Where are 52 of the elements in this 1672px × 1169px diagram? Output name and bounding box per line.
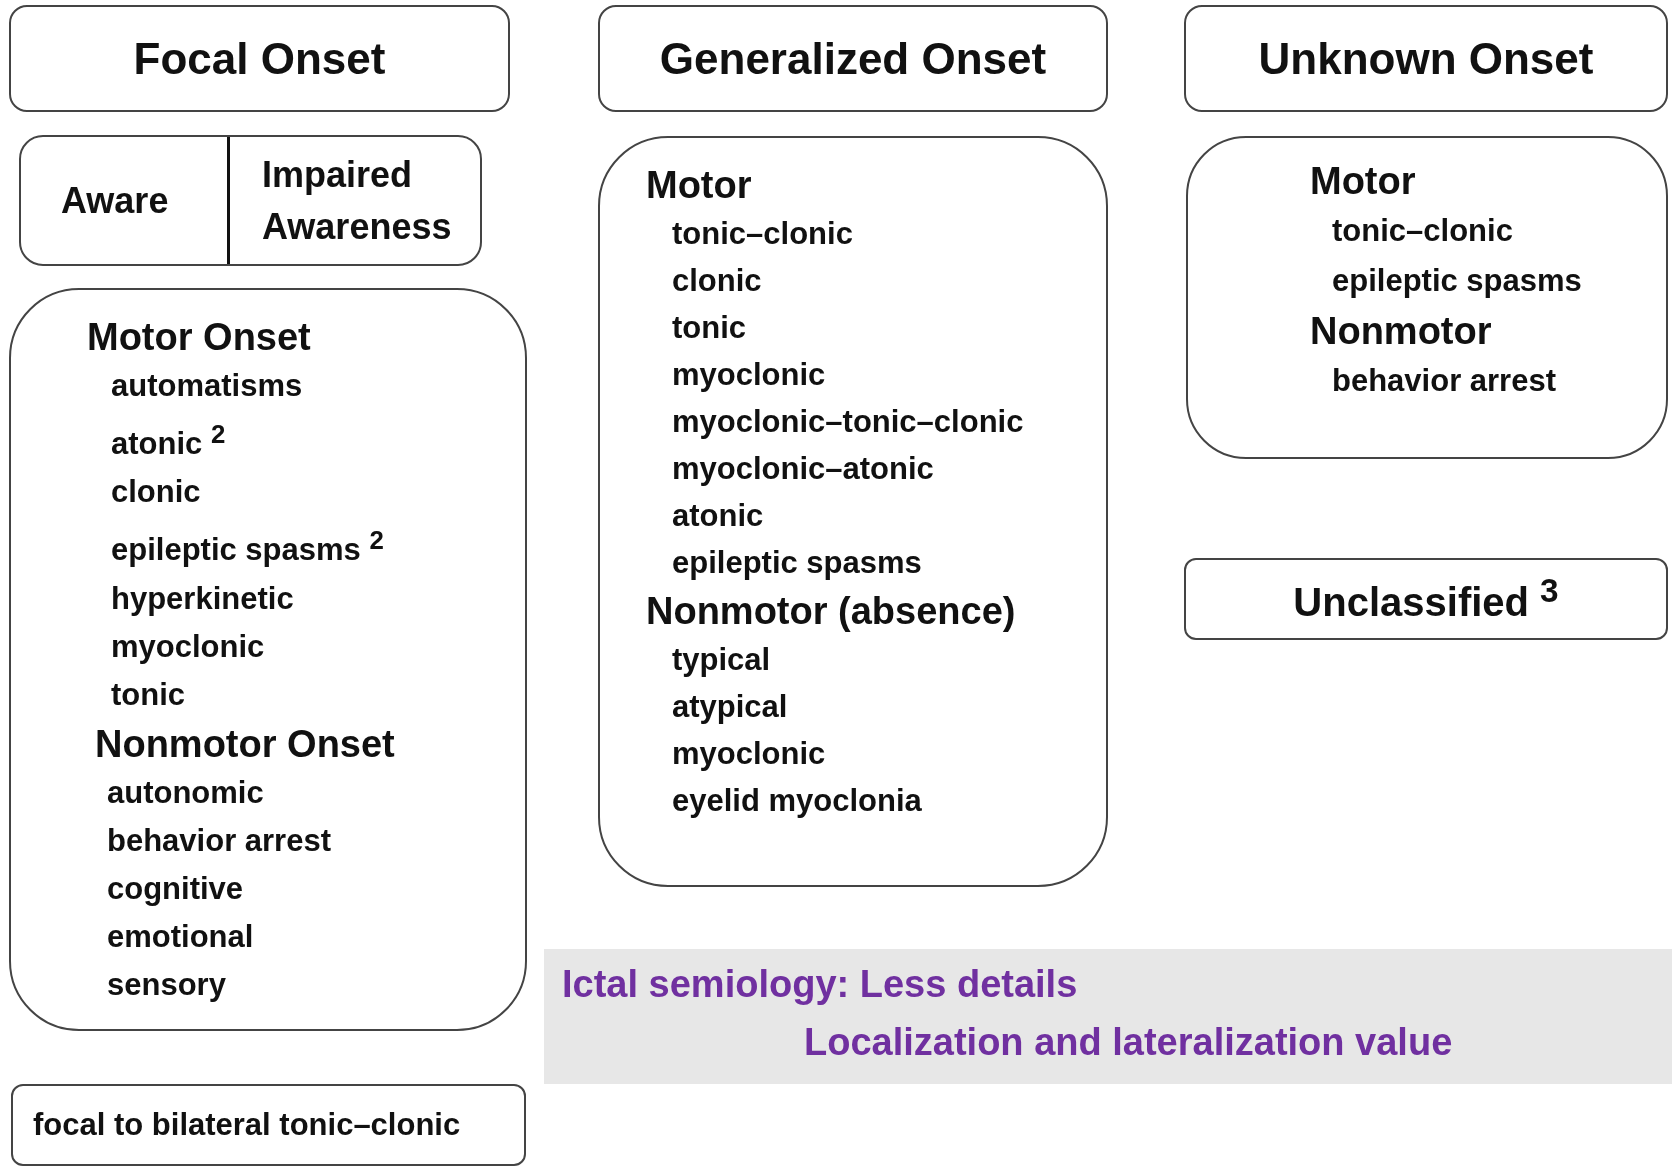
heading-box bbox=[11, 1084, 526, 1166]
seizure-type-item: tonic bbox=[672, 309, 747, 347]
heading-box bbox=[1184, 558, 1668, 640]
awareness-label: Aware bbox=[61, 178, 169, 223]
heading-text: Focal Onset bbox=[133, 33, 386, 84]
seizure-type-item: cognitive bbox=[107, 869, 244, 908]
awareness-box bbox=[19, 135, 482, 266]
seizure-type-item: myoclonic–tonic–clonic bbox=[672, 403, 1024, 441]
seizure-type-item: emotional bbox=[107, 917, 254, 956]
category-heading: Nonmotor (absence) bbox=[646, 589, 1016, 634]
heading-box bbox=[1184, 5, 1668, 112]
seizure-type-item: clonic bbox=[111, 473, 201, 512]
seizure-type-item: epileptic spasms bbox=[1332, 262, 1582, 300]
heading-box bbox=[9, 5, 510, 112]
seizure-type-item: automatisms bbox=[111, 367, 303, 405]
seizure-type-item: autonomic bbox=[107, 773, 264, 812]
heading-text: Unknown Onset bbox=[1258, 33, 1594, 84]
note-text: Ictal semiology: Less details bbox=[562, 963, 1078, 1006]
seizure-type-item: clonic bbox=[672, 262, 762, 300]
heading-text: Unclassified $^{3}$ bbox=[1293, 572, 1559, 626]
seizure-type-item: sensory bbox=[107, 965, 226, 1004]
seizure-type-box bbox=[1186, 136, 1668, 459]
category-heading: Motor bbox=[1310, 159, 1416, 204]
category-heading: Nonmotor bbox=[1310, 309, 1492, 354]
seizure-type-box bbox=[598, 136, 1108, 887]
seizure-type-item: epileptic spasms bbox=[672, 544, 922, 582]
category-heading: Nonmotor Onset bbox=[95, 721, 395, 767]
seizure-type-item: myoclonic bbox=[111, 627, 265, 666]
seizure-type-item: atonic $^{2}$ bbox=[111, 419, 226, 464]
category-heading: Motor Onset bbox=[87, 315, 311, 360]
heading-box bbox=[598, 5, 1108, 112]
note-text: Localization and lateralization value bbox=[804, 1021, 1453, 1064]
seizure-type-item: atypical bbox=[672, 688, 788, 726]
seizure-type-item: myoclonic–atonic bbox=[672, 450, 934, 488]
heading-text: Generalized Onset bbox=[659, 33, 1047, 84]
seizure-type-item: typical bbox=[672, 641, 771, 679]
seizure-type-item: tonic–clonic bbox=[1332, 212, 1513, 250]
seizure-type-item: hyperkinetic bbox=[111, 579, 294, 618]
seizure-type-item: tonic bbox=[111, 675, 186, 714]
seizure-type-item: behavior arrest bbox=[107, 821, 331, 860]
seizure-type-item: myoclonic bbox=[672, 735, 826, 773]
category-heading: Motor bbox=[646, 163, 752, 208]
seizure-type-item: behavior arrest bbox=[1332, 362, 1556, 400]
seizure-type-box bbox=[9, 288, 527, 1031]
seizure-type-item: eyelid myoclonia bbox=[672, 782, 922, 820]
seizure-type-item: atonic bbox=[672, 497, 764, 535]
seizure-type-item: tonic–clonic bbox=[672, 215, 853, 253]
seizure-type-item: epileptic spasms $^{2}$ bbox=[111, 525, 384, 570]
seizure-type-item: myoclonic bbox=[672, 356, 826, 394]
heading-text: focal to bilateral tonic–clonic bbox=[33, 1107, 461, 1143]
note-band bbox=[544, 949, 1672, 1084]
awareness-label: Impaired Awareness bbox=[262, 152, 453, 249]
